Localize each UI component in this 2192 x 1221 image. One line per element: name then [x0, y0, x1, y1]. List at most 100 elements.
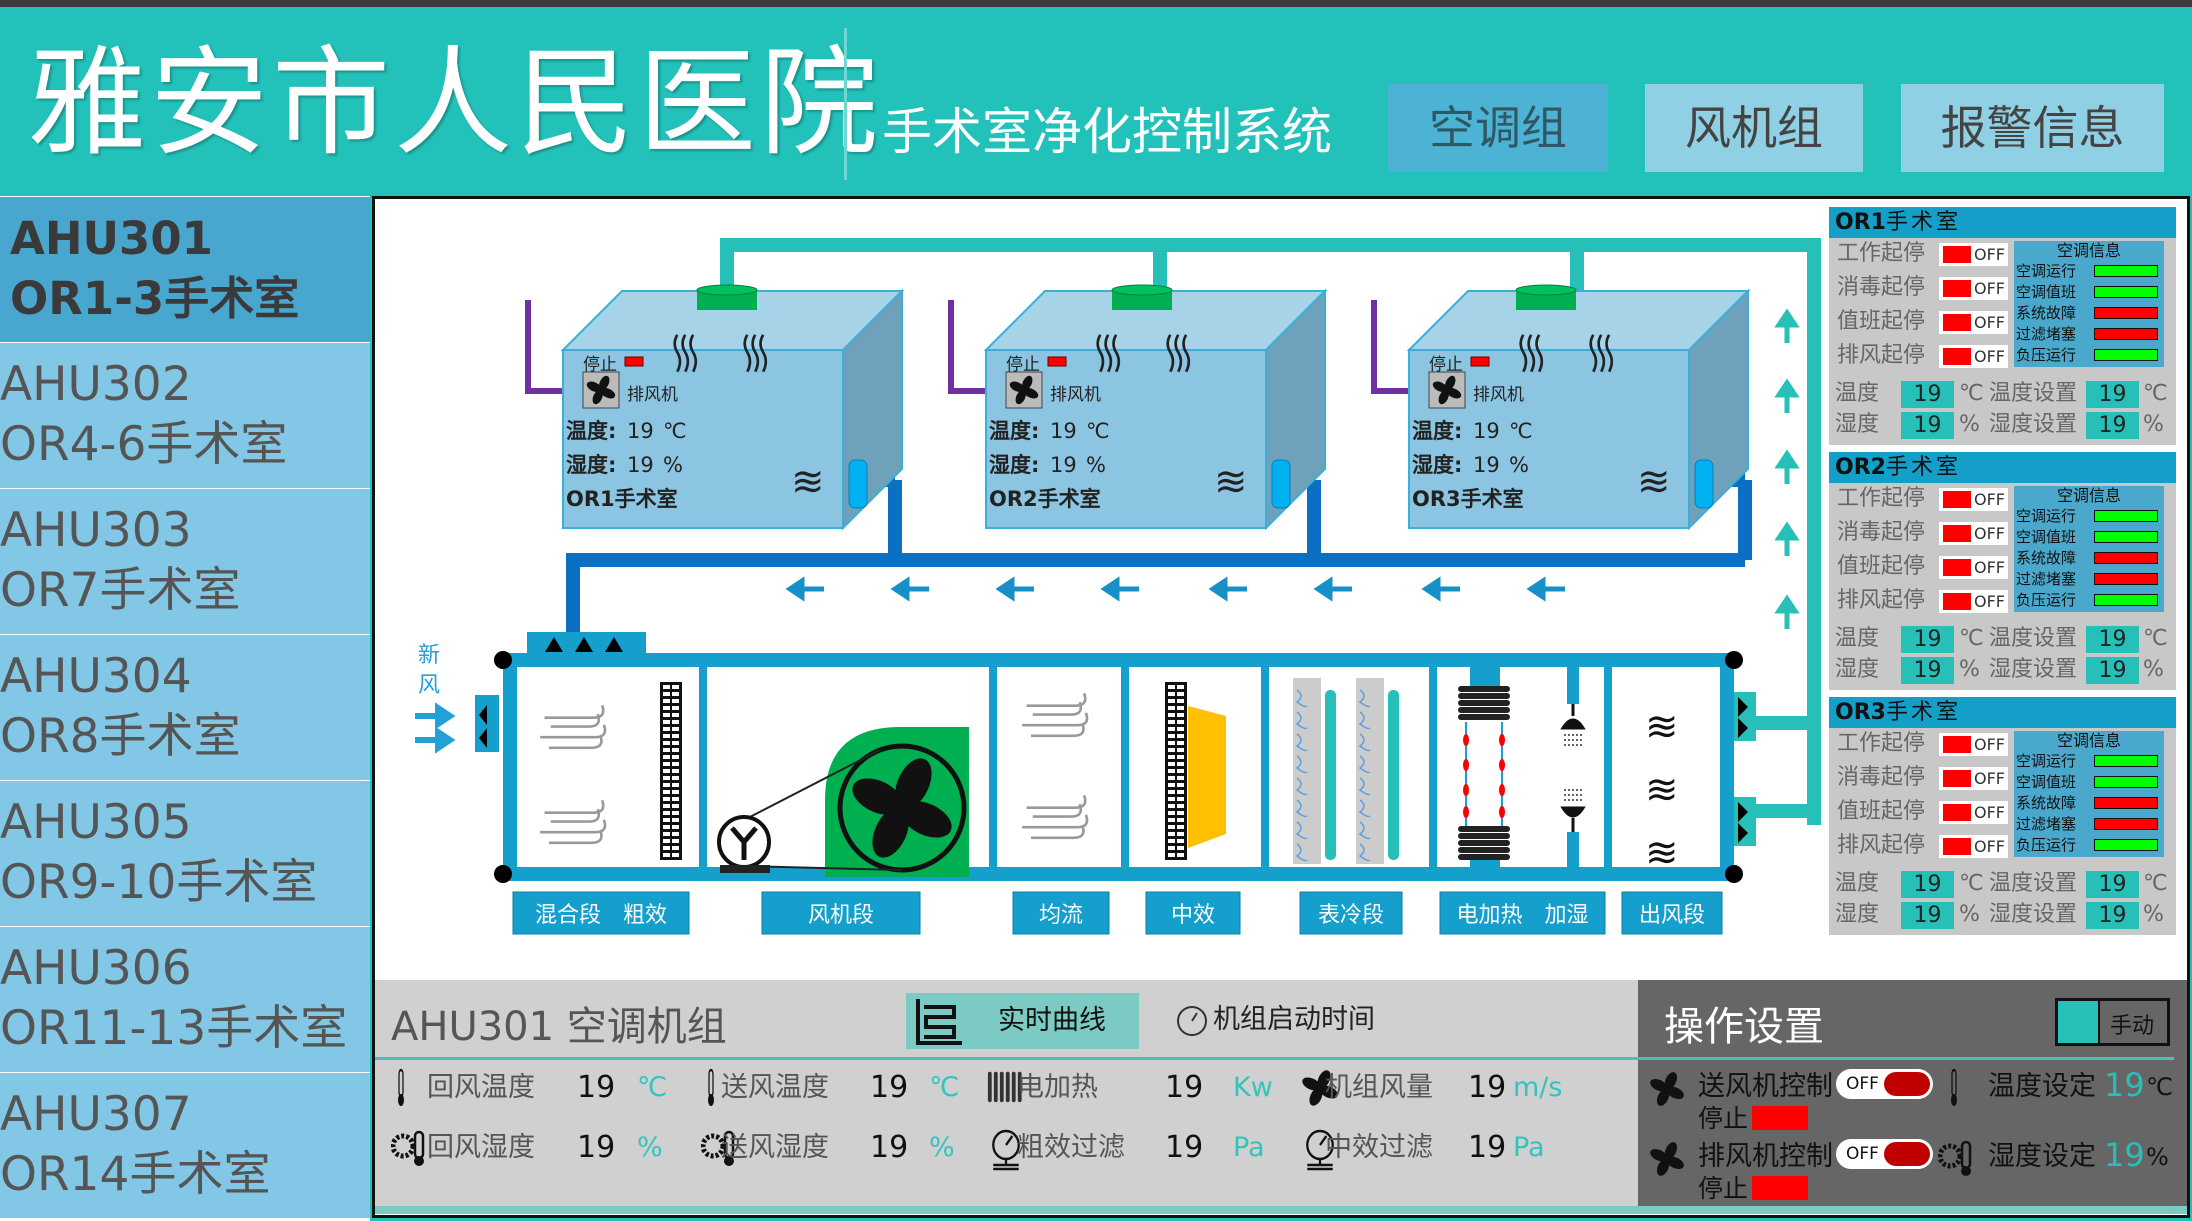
reading-label: 温度: [1835, 381, 1880, 406]
setpoint-value[interactable]: 19: [2086, 657, 2139, 684]
ac-info-indicator: [2094, 531, 2158, 543]
control-toggle[interactable]: OFF: [1939, 345, 2008, 368]
toggle-indicator: [1943, 280, 1971, 297]
section-label-box: [1145, 891, 1241, 935]
room-temp-unit: ℃: [1509, 419, 1533, 443]
supply-diffuser: [696, 284, 758, 296]
supply-diffuser: [1515, 284, 1577, 296]
exhaust-fan-label: 排风机: [627, 385, 678, 405]
ac-info-indicator: [2094, 755, 2158, 767]
room-panel-header: OR1手术室: [1829, 207, 2176, 238]
ac-info-title: 空调信息: [2056, 731, 2121, 750]
control-label: 排风起停: [1837, 833, 1926, 858]
exhaust-fan-icon: [1005, 371, 1043, 409]
return-flow-arrow-icon: [1313, 576, 1352, 602]
switch-state: OFF: [1846, 1144, 1879, 1164]
start-time-button[interactable]: 机组启动时间: [1175, 1000, 1405, 1044]
toggle-indicator: [1943, 770, 1971, 787]
setpoint-unit: %: [2143, 412, 2164, 437]
return-flow-arrow-icon: [1100, 576, 1139, 602]
outlet-airflow-icon: ≋: [1645, 767, 1679, 813]
ac-info-indicator: [2094, 552, 2158, 564]
control-toggle[interactable]: OFF: [1939, 522, 2008, 545]
setpoint-value[interactable]: 19: [2104, 1136, 2145, 1174]
toggle-state: OFF: [1974, 769, 2005, 788]
setpoint-label: 湿度设置: [1989, 657, 2078, 682]
ac-info-indicator: [2094, 839, 2158, 851]
airflow-icon: [540, 703, 607, 750]
ac-info-label: 系统故障: [2016, 794, 2077, 812]
setpoint-value[interactable]: 19: [2086, 626, 2139, 653]
ac-info-label: 空调值班: [2016, 773, 2077, 791]
sidebar-item-rooms: OR9-10手术室: [0, 855, 318, 910]
return-grille: [1271, 459, 1291, 509]
room-humidity-label: 湿度:: [989, 453, 1039, 477]
fan-status-indicator: [1752, 1106, 1808, 1130]
control-toggle[interactable]: OFF: [1939, 733, 2008, 756]
fresh-air-arrow-icon: [415, 702, 456, 730]
setpoint-value[interactable]: 19: [2104, 1066, 2145, 1104]
ac-info-label: 负压运行: [2016, 591, 2077, 609]
humidifier-nozzle-icon: [1560, 806, 1586, 832]
metric-value: 19: [870, 1130, 909, 1165]
section-label: 中效: [1171, 903, 1215, 928]
ac-info-label: 空调运行: [2016, 507, 2077, 525]
ac-info-label: 过滤堵塞: [2016, 570, 2077, 588]
control-toggle[interactable]: OFF: [1939, 277, 2008, 300]
section-divider: [1604, 666, 1612, 868]
control-toggle[interactable]: OFF: [1939, 801, 2008, 824]
room-name: OR2手术室: [989, 487, 1101, 511]
heater-coil-icon: [1458, 826, 1510, 832]
mode-toggle[interactable]: 手动: [2055, 998, 2170, 1046]
control-toggle[interactable]: OFF: [1939, 488, 2008, 511]
room-temp-label: 温度:: [566, 419, 616, 443]
toggle-indicator: [1943, 348, 1971, 365]
tab-ac-group[interactable]: 空调组: [1388, 84, 1608, 172]
sidebar-item-unit: AHU305: [0, 795, 192, 850]
fan-control-switch[interactable]: OFF: [1836, 1069, 1933, 1099]
control-toggle[interactable]: OFF: [1939, 243, 2008, 266]
cooling-coil-icon: [1356, 678, 1384, 864]
ac-info-indicator: [2094, 307, 2158, 319]
control-toggle[interactable]: OFF: [1939, 835, 2008, 858]
tab-fan-group[interactable]: 风机组: [1645, 84, 1863, 172]
metric-unit: ℃: [929, 1072, 960, 1103]
sidebar-item-unit: AHU307: [0, 1087, 192, 1142]
toggle-indicator: [1943, 736, 1971, 753]
metric-unit: ℃: [637, 1072, 668, 1103]
reading-unit: %: [1959, 412, 1980, 437]
realtime-curve-button[interactable]: 实时曲线: [906, 993, 1139, 1049]
heater-coil-icon: [1458, 686, 1510, 692]
supply-flow-arrow-icon: [1774, 308, 1800, 343]
toggle-state: OFF: [1974, 524, 2005, 543]
fan-control-label: 送风机控制: [1698, 1071, 1833, 1102]
setpoint-value[interactable]: 19: [2086, 412, 2139, 439]
room-temp-label: 温度:: [989, 419, 1039, 443]
fan-status-indicator: [1752, 1176, 1808, 1200]
control-toggle[interactable]: OFF: [1939, 590, 2008, 613]
control-toggle[interactable]: OFF: [1939, 556, 2008, 579]
control-label: 消毒起停: [1837, 520, 1926, 545]
fan-control-switch[interactable]: OFF: [1836, 1139, 1933, 1169]
ac-info-label: 系统故障: [2016, 304, 2077, 322]
setpoint-value[interactable]: 19: [2086, 381, 2139, 408]
control-toggle[interactable]: OFF: [1939, 311, 2008, 334]
return-grille: [848, 459, 868, 509]
switch-state: OFF: [1846, 1074, 1879, 1094]
setpoint-value[interactable]: 19: [2086, 871, 2139, 898]
tab-alarm-info[interactable]: 报警信息: [1901, 84, 2164, 172]
setpoint-value[interactable]: 19: [2086, 902, 2139, 929]
ac-info-box: 空调信息空调运行空调值班系统故障过滤堵塞负压运行: [2014, 241, 2164, 367]
control-toggle[interactable]: OFF: [1939, 767, 2008, 790]
sidebar-item-unit: AHU303: [0, 503, 192, 558]
thermometer-icon: [701, 1068, 721, 1108]
